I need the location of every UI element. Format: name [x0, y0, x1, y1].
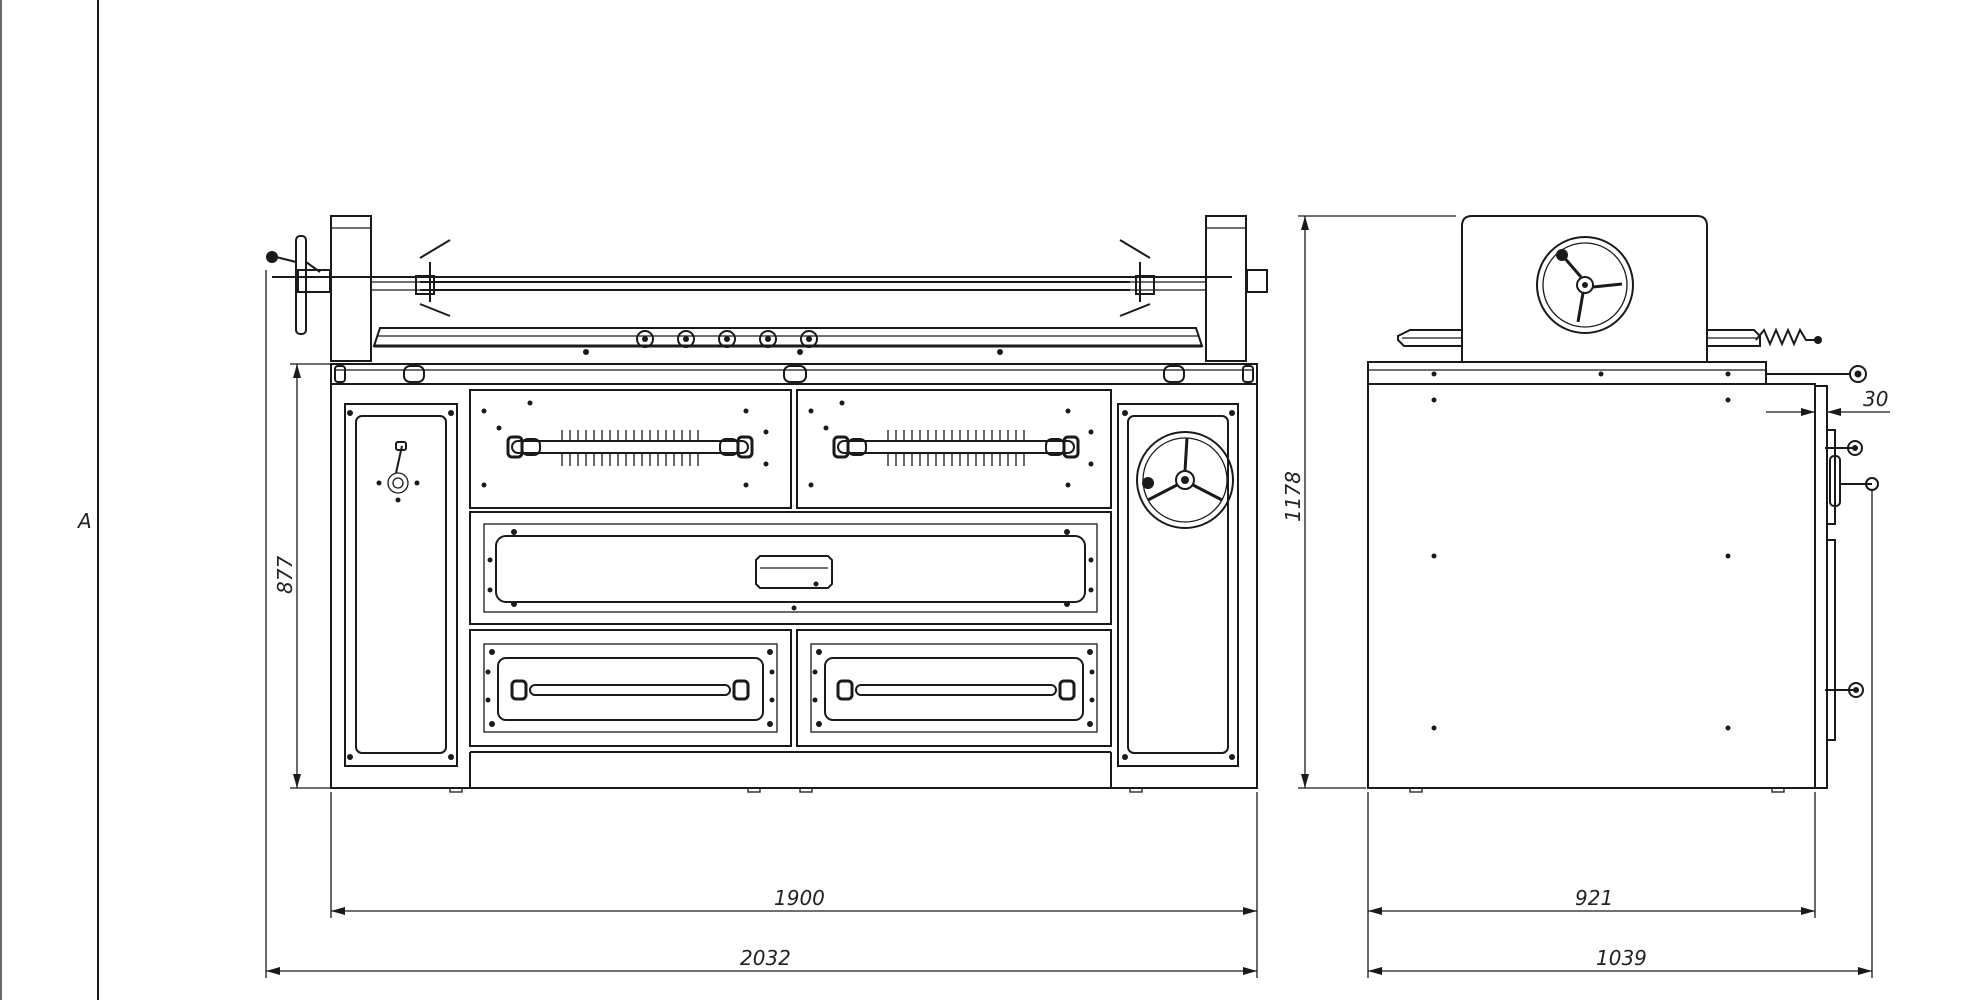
knob: [636, 330, 654, 348]
left-post: [330, 215, 372, 362]
dimension-label-side-height: 1178: [1281, 471, 1305, 522]
knob: [759, 330, 777, 348]
cabinet-body: [330, 383, 1258, 789]
top-rail: [330, 363, 1258, 385]
dimension-label-inner-width: 1900: [774, 886, 825, 910]
knob: [718, 330, 736, 348]
spit-rod: [272, 269, 1268, 293]
dimension-label-overall-depth: 1039: [1596, 946, 1647, 970]
left-spit-fork: [415, 239, 451, 317]
dimension-label-offset: 30: [1863, 387, 1888, 411]
drawer-badge: [755, 555, 833, 589]
zone-letter: A: [76, 509, 92, 533]
dimension-offset: 30: [1766, 384, 1890, 420]
right-post: [1205, 215, 1247, 362]
dimension-label-height: 877: [273, 556, 297, 594]
side-view: 1178 30 921 1039: [1281, 215, 1890, 978]
middle-drawer: [469, 511, 1112, 625]
knob: [677, 330, 695, 348]
top-left-drawer: [469, 389, 792, 509]
dimension-label-overall-width: 2032: [740, 946, 791, 970]
left-side-panel: [344, 403, 458, 767]
top-right-drawer: [796, 389, 1112, 509]
left-spit-handwheel: [266, 235, 321, 335]
dimension-label-inner-depth: 921: [1575, 886, 1613, 910]
right-spit-fork: [1119, 239, 1155, 317]
grill-tray: [372, 327, 1204, 355]
dimension-inner-width: 1900: [330, 792, 1258, 918]
dimension-overall-width: 2032: [265, 270, 1258, 978]
dimension-inner-depth: 921: [1367, 792, 1816, 978]
side-handwheel-icon: [1536, 236, 1634, 334]
front-view: 877 1900 2032: [265, 215, 1268, 978]
dimension-height-side: 1178: [1281, 215, 1456, 789]
spring-coil: [1755, 327, 1818, 347]
right-side-panel: [1117, 403, 1239, 767]
bottom-right-drawer: [796, 629, 1112, 747]
knob: [800, 330, 818, 348]
front-handwheel-icon: [1136, 431, 1234, 529]
dimension-height-front: 877: [273, 363, 330, 789]
dimension-overall-depth: 1039: [1368, 490, 1873, 978]
side-top-slab: [1367, 361, 1767, 385]
side-hood: [1461, 215, 1708, 362]
control-knobs: [636, 330, 818, 348]
bottom-left-drawer: [469, 629, 792, 747]
